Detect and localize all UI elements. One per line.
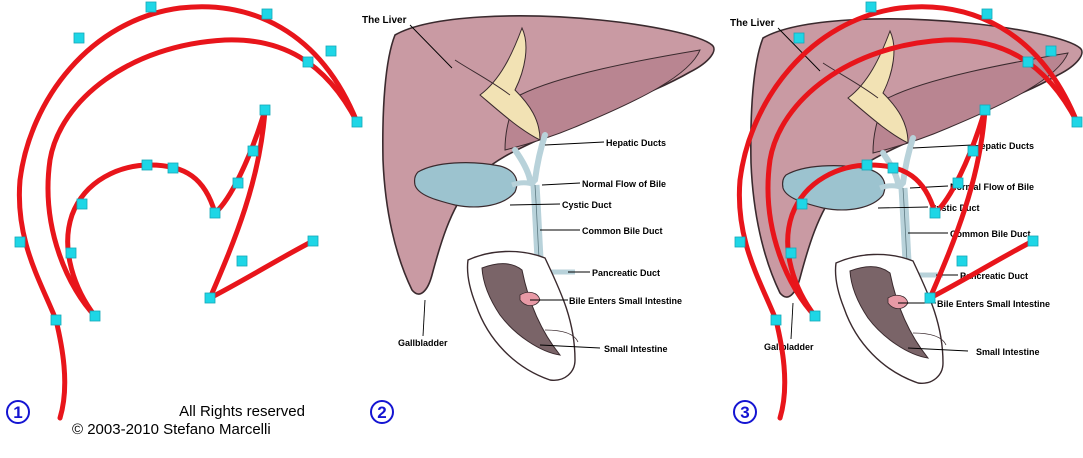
label-hepatic-ducts: Hepatic Ducts: [606, 138, 666, 148]
panel-2-number-badge: [370, 400, 394, 424]
label-gallbladder-overlay: Gallbladder: [764, 342, 814, 352]
panel-1: 1: [6, 1, 363, 424]
panel-2: The Liver Hepatic Ducts Normal Flow of B…: [362, 15, 714, 424]
panel-3: The Liver Hepatic Ducts Normal Flow of B…: [730, 1, 1083, 424]
label-bile-enters-overlay: Bile Enters Small Intestine: [937, 299, 1050, 309]
label-pancreatic-duct: Pancreatic Duct: [592, 268, 660, 278]
label-the-liver-overlay: The Liver: [730, 18, 775, 29]
label-common-bile-duct: Common Bile Duct: [582, 226, 663, 236]
panel-3-number: 3: [740, 403, 749, 422]
label-cystic-duct-overlay: Cystic Duct: [930, 203, 980, 213]
label-bile-enters: Bile Enters Small Intestine: [569, 296, 682, 306]
label-normal-flow: Normal Flow of Bile: [582, 179, 666, 189]
panel-2-number: 2: [377, 403, 386, 422]
curve-outer: [16, 4, 360, 421]
panel-3-number-badge: [733, 400, 757, 424]
liver-illustration: [383, 16, 714, 380]
label-pancreatic-duct-overlay: Pancreatic Duct: [960, 271, 1028, 281]
label-cystic-duct: Cystic Duct: [562, 200, 612, 210]
label-small-intestine: Small Intestine: [604, 344, 668, 354]
label-small-intestine-overlay: Small Intestine: [976, 347, 1040, 357]
curves-overlay: [734, 1, 1083, 421]
curve-hook: [65, 107, 316, 319]
label-normal-flow-overlay: Normal Flow of Bile: [950, 182, 1034, 192]
panel-1-number: 1: [13, 403, 22, 422]
panel-1-number-badge: [6, 400, 30, 424]
panel-1-nodes: [14, 1, 363, 326]
credit-line-1: All Rights reserved: [179, 403, 305, 420]
curve-inner: [45, 37, 360, 319]
label-hepatic-ducts-overlay: Hepatic Ducts: [974, 141, 1034, 151]
label-gallbladder: Gallbladder: [398, 338, 448, 348]
credit-line-2: © 2003-2010 Stefano Marcelli: [72, 421, 271, 438]
label-the-liver: The Liver: [362, 15, 407, 26]
label-common-bile-duct-overlay: Common Bile Duct: [950, 229, 1031, 239]
